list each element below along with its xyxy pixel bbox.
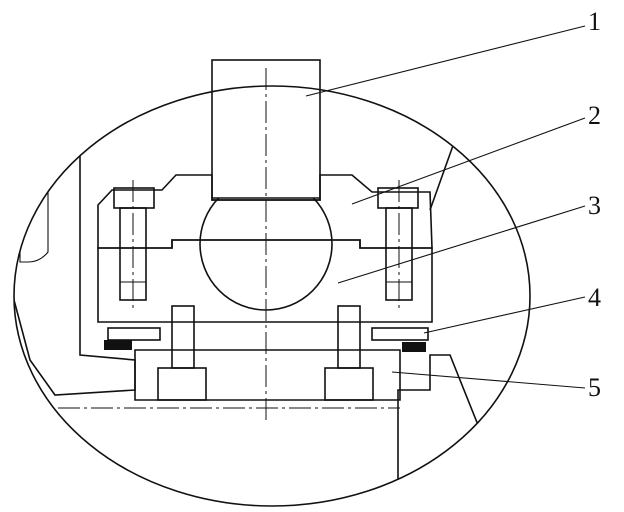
leader-3 — [337, 205, 586, 284]
bolt-right — [377, 187, 419, 209]
packing-right — [371, 327, 429, 341]
callout-1: 1 — [588, 7, 601, 36]
leader-4 — [423, 296, 586, 334]
housing-right — [397, 354, 491, 506]
detail-boundary — [13, 85, 531, 507]
seal-right — [402, 342, 426, 352]
housing-right-edge — [429, 139, 456, 211]
housing-left-step — [19, 159, 49, 263]
seal-left — [104, 340, 132, 350]
clamp-cap — [97, 174, 433, 249]
callout-4: 4 — [588, 283, 601, 312]
callout-5: 5 — [588, 373, 601, 402]
leader-1 — [305, 25, 586, 97]
leader-2 — [351, 117, 586, 205]
lower-plate — [134, 349, 401, 401]
callout-3: 3 — [588, 191, 601, 220]
bolt-left — [113, 187, 155, 209]
callout-2: 2 — [588, 101, 601, 130]
packing-left — [107, 327, 161, 341]
leader-5 — [391, 371, 586, 389]
housing-left — [14, 118, 136, 396]
